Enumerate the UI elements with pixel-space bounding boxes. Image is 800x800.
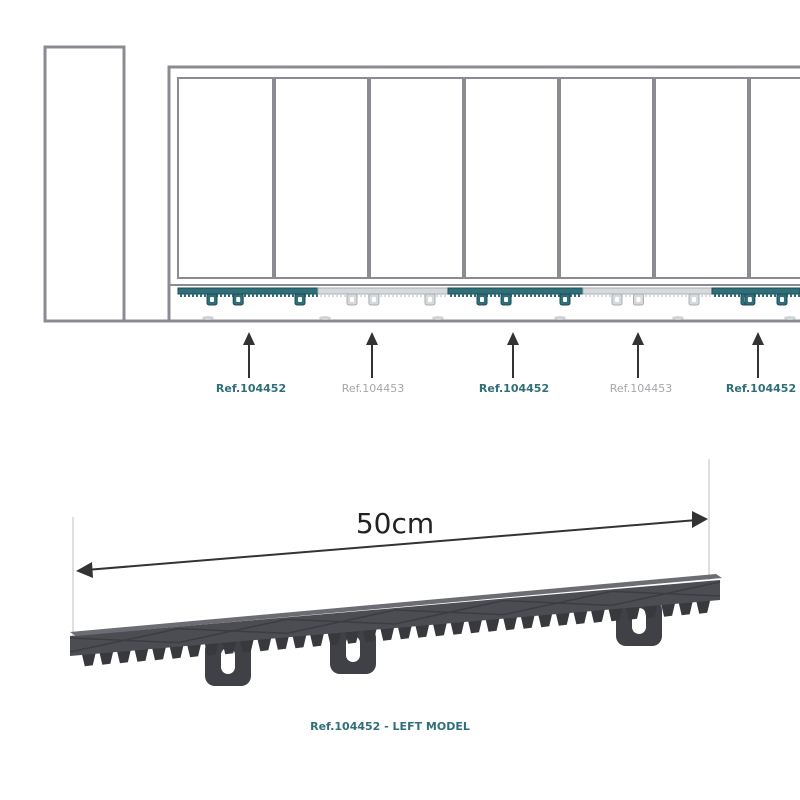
dimension-arrow (76, 511, 708, 578)
arrow-2 (366, 332, 378, 378)
rack-ribs (69, 581, 721, 653)
rack-top-face (70, 574, 722, 636)
rack-segment-3 (447, 287, 584, 306)
rack-segment-5 (711, 287, 800, 306)
rack-model (69, 574, 722, 686)
gate-panels (177, 77, 800, 279)
ref-label-5: Ref.104452 (726, 382, 796, 395)
arrow-3 (507, 332, 519, 378)
arrow-1 (243, 332, 255, 378)
ref-label-4: Ref.104453 (610, 382, 672, 395)
rack-segments (177, 287, 800, 320)
arrow-5 (752, 332, 764, 378)
rack-segment-2 (317, 287, 449, 306)
reference-arrows (243, 332, 764, 378)
model-caption: Ref.104452 - LEFT MODEL (310, 720, 470, 733)
dimension-label: 50cm (356, 507, 434, 540)
arrow-4 (632, 332, 644, 378)
ref-label-3: Ref.104452 (479, 382, 549, 395)
ref-label-2: Ref.104453 (342, 382, 404, 395)
ref-label-1: Ref.104452 (216, 382, 286, 395)
gate-frame (167, 65, 800, 321)
rack-segment-1 (177, 287, 319, 306)
rack-segment-4 (582, 287, 713, 306)
rack-body (70, 580, 720, 656)
gate-post (43, 45, 126, 323)
mounting-lug-1 (205, 640, 251, 686)
